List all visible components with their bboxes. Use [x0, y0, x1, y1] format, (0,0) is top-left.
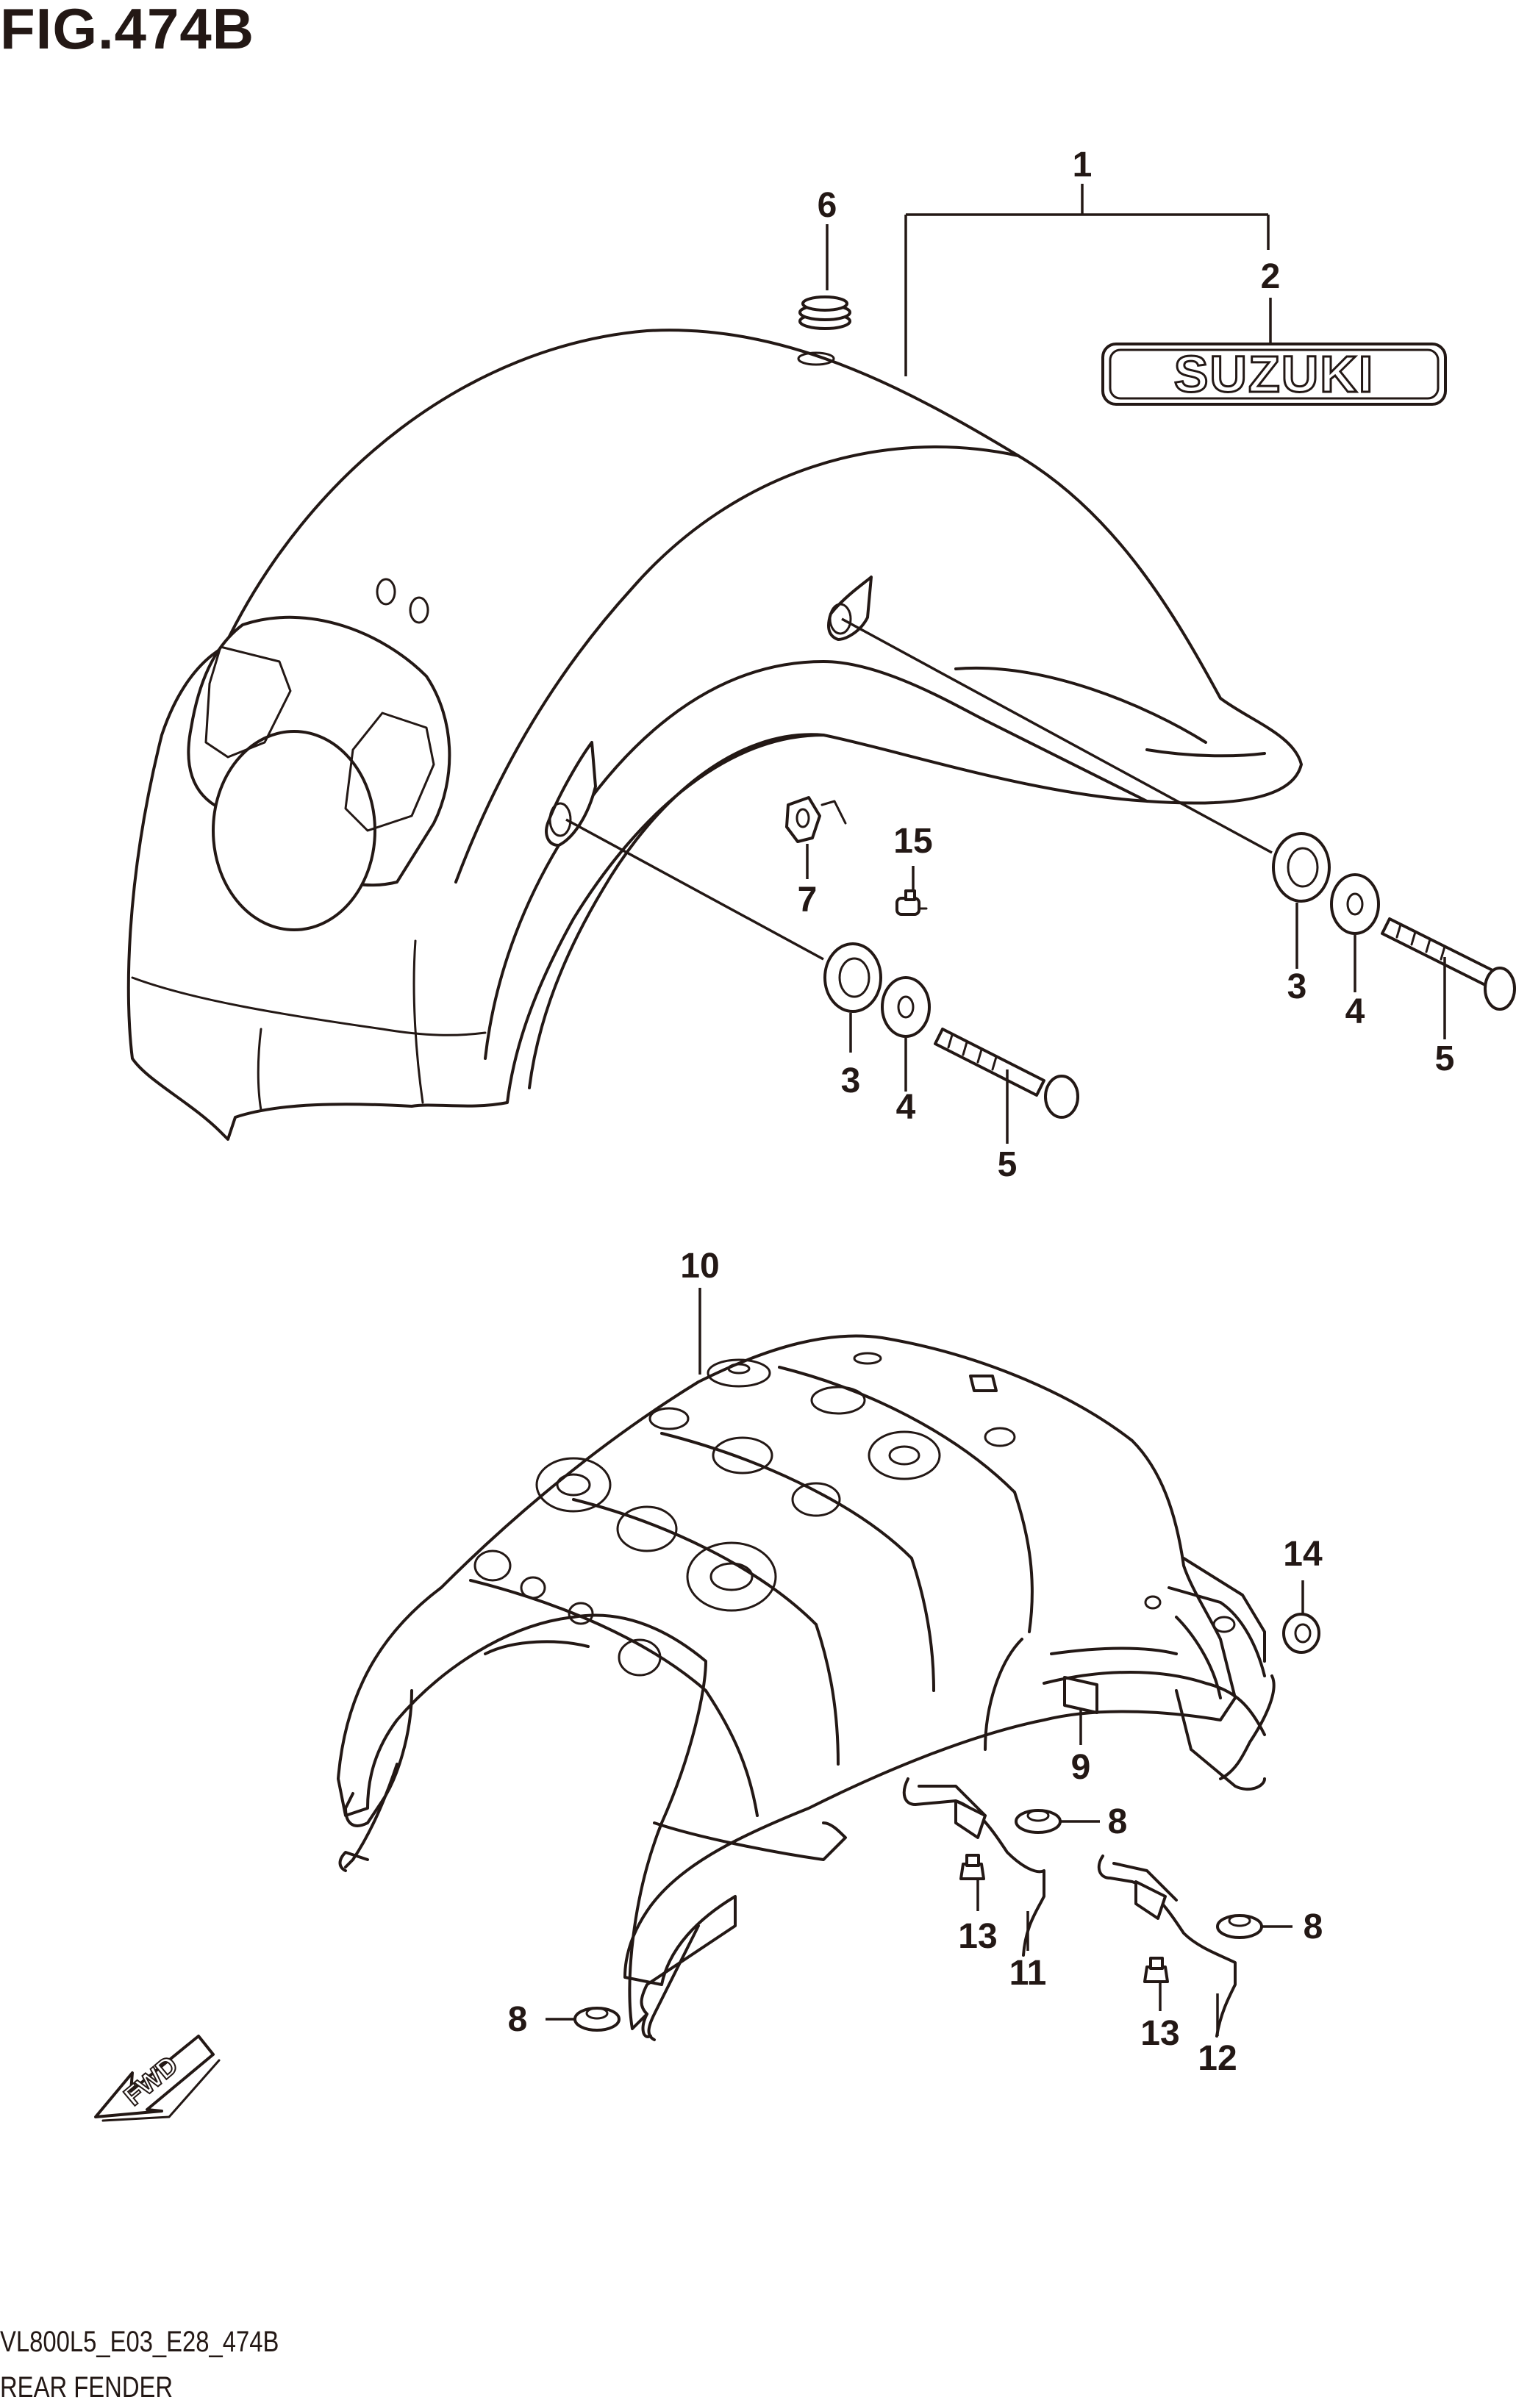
callout-6: 6: [818, 186, 837, 225]
callout-15: 15: [893, 822, 932, 861]
callout-2: 2: [1261, 257, 1281, 296]
callout-8-a: 8: [1108, 1802, 1128, 1841]
callout-13-a: 13: [958, 1917, 997, 1956]
callouts: 1 2 6 15 7 3 4 5 3 4 5 10 14 9 8 8 8 13 …: [508, 146, 1455, 2078]
callout-4-left: 4: [896, 1088, 916, 1127]
cushion-3-right: [1272, 832, 1331, 903]
callout-8-c: 8: [508, 2000, 528, 2039]
emblem-text: SUZUKI: [1174, 345, 1375, 403]
callout-9: 9: [1071, 1748, 1091, 1787]
bolt-5-right: [1381, 917, 1516, 1011]
screw-13-a: [959, 1854, 985, 1880]
bolt-5-left: [934, 1028, 1079, 1119]
washer-4-right: [1330, 873, 1380, 935]
nut-14: [1282, 1613, 1320, 1654]
callout-11: 11: [1009, 1954, 1047, 1993]
grommet-6: [798, 295, 851, 330]
suzuki-emblem: SUZUKI: [1101, 343, 1447, 406]
fwd-arrow-icon: FWD: [94, 2035, 221, 2122]
callout-7: 7: [798, 881, 818, 920]
callout-12: 12: [1198, 2039, 1237, 2078]
assembly-lines: [565, 617, 1273, 961]
callout-14: 14: [1283, 1535, 1323, 1574]
washer-4-left: [881, 976, 931, 1038]
grommet-8-a: [1015, 1809, 1062, 1834]
harness-holder-11: [902, 1777, 1045, 1957]
callout-13-b: 13: [1140, 2014, 1179, 2053]
screw-13-b: [1143, 1957, 1169, 1983]
callout-5-right: 5: [1435, 1039, 1455, 1078]
rear-fender: [126, 329, 1303, 1141]
callout-8-b: 8: [1304, 1907, 1323, 1946]
fender-stay: [338, 1557, 1276, 2041]
callout-4-right: 4: [1345, 992, 1365, 1031]
model-code: VL800L5_E03_E28_474B: [0, 2326, 279, 2358]
inner-fender: [337, 1334, 1237, 2030]
callout-10: 10: [680, 1247, 719, 1286]
callout-1: 1: [1073, 146, 1093, 184]
callout-3-left: 3: [841, 1061, 861, 1100]
cushion-3-left: [823, 942, 882, 1013]
clip-7: [785, 796, 847, 843]
grommet-8-c: [573, 2007, 621, 2032]
callout-5-left: 5: [998, 1145, 1018, 1184]
grommet-8-b: [1216, 1914, 1263, 1939]
leader-lines: [546, 184, 1446, 2036]
screw-15: [895, 889, 928, 916]
harness-holder-12: [1097, 1855, 1237, 2038]
figure-title: FIG.474B: [0, 0, 255, 61]
callout-3-right: 3: [1287, 967, 1307, 1006]
section-name: REAR FENDER: [0, 2371, 174, 2404]
